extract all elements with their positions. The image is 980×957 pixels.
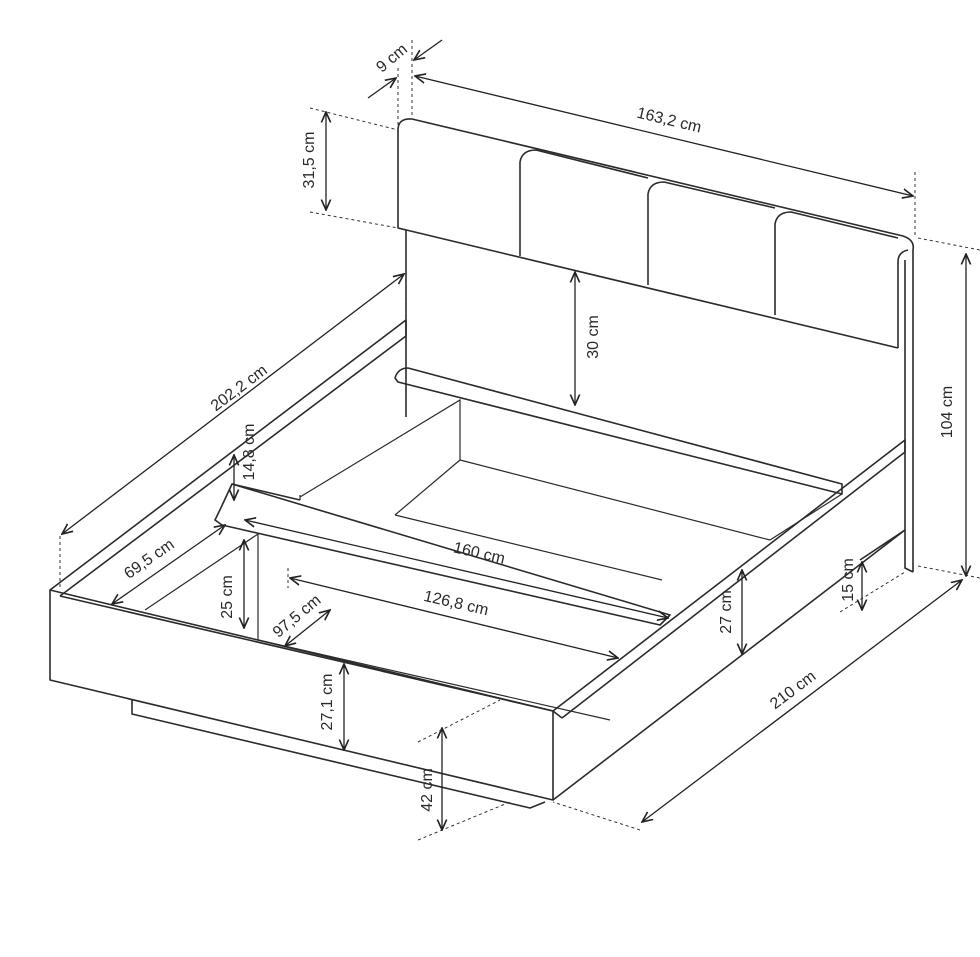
label-headboard-gap: 30 cm [585,315,602,359]
label-front-height: 27,1 cm [319,674,336,731]
label-drawer-width: 126,8 cm [422,588,490,619]
label-side-height: 27 cm [718,590,735,634]
dimension-lines [59,39,980,841]
label-drawer-depth: 14,8 cm [241,424,258,481]
label-plinth-height: 15 cm [840,558,857,602]
label-total-depth: 210 cm [767,668,819,713]
label-headboard-thickness: 9 cm [373,41,410,76]
label-drawer-length: 97,5 cm [270,592,325,642]
label-cushion-height: 31,5 cm [301,132,318,189]
label-total-length: 202,2 cm [208,362,271,415]
label-bed-height: 42 cm [419,768,436,812]
label-drawer-height: 25 cm [219,575,236,619]
label-total-height: 104 cm [939,386,956,438]
bed-frame [49,319,906,809]
headboard [397,118,915,573]
dimension-labels: 9 cm 163,2 cm 31,5 cm 30 cm 104 cm 202,2… [121,41,956,812]
label-inner-width: 160 cm [452,539,507,567]
